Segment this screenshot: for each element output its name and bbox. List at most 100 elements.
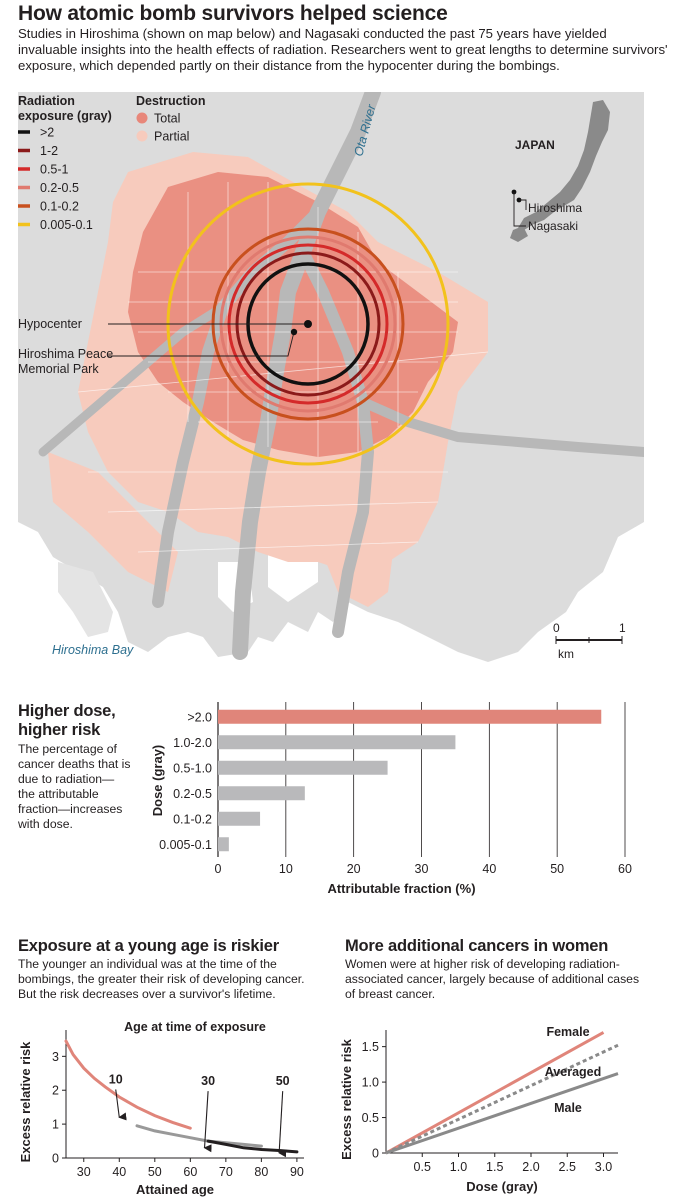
exposure-legend-title-line1: Radiation [18,94,75,108]
sex-xtick-0: 0.5 [414,1160,431,1174]
dose-category-1: 1.0-2.0 [173,736,212,750]
dose-bar-1 [218,735,456,750]
dose-bar-0 [218,709,602,724]
dose-xlabel: Attributable fraction (%) [327,881,475,896]
destruction-label-0: Total [154,112,180,126]
bay-label: Hiroshima Bay [52,643,134,657]
dose-xtick-6: 60 [618,862,632,876]
age-xtick-0: 30 [77,1165,91,1179]
dose-desc-line3: due to radiation— [18,772,115,786]
sex-ytick-2: 1.0 [362,1076,379,1090]
dose-xtick-0: 0 [215,862,222,876]
sex-series-label-0: Female [546,1025,589,1039]
inset-hiroshima-label: Hiroshima [528,201,582,215]
exposure-label-3: 0.2-0.5 [40,181,79,195]
dose-bar-chart: 0 10 20 30 40 50 60 >2.0 1.0-2.0 0.5-1.0 0.2-0.5 0.… [150,702,632,896]
age-section-title: Exposure at a young age is riskier [18,937,279,955]
dose-desc-line2: cancer deaths that is [18,757,131,771]
age-annotation-arrow-2 [278,1091,287,1158]
peace-park-marker [290,328,298,336]
hypocenter-label: Hypocenter [18,317,82,331]
age-annotation-1: 30 [201,1074,215,1088]
age-ytick-1: 1 [52,1118,59,1132]
sex-ytick-0: 0 [372,1147,379,1161]
age-series-line-1 [135,1124,263,1148]
destruction-swatch-0 [136,112,148,124]
exposure-label-2: 0.5-1 [40,163,69,177]
dose-desc-line5: fraction—increases [18,802,123,816]
scale-unit-label: km [558,647,574,661]
sex-series-line-0 [385,1031,605,1155]
dose-bar-4 [218,811,261,826]
sex-xtick-5: 3.0 [595,1160,612,1174]
scale-end-label: 1 [619,621,626,635]
sex-ylabel: Excess relative risk [339,1038,354,1159]
exposure-label-5: 0.005-0.1 [40,218,93,232]
sex-series-line-1 [385,1043,619,1155]
dose-desc-line1: The percentage of [18,742,117,756]
sex-description: Women were at higher risk of developing … [345,957,675,1002]
dose-category-3: 0.2-0.5 [173,787,212,801]
hypocenter-marker [304,320,312,328]
sex-series-line-2 [385,1072,619,1155]
sex-xtick-4: 2.5 [559,1160,576,1174]
dose-category-0: >2.0 [187,710,212,724]
age-desc-line1: The younger an individual was at the tim… [18,957,277,971]
map-markers: Hypocenter Hiroshima Peace Memorial Park [18,317,312,376]
scale-start-label: 0 [553,621,560,635]
age-annotation-arrow-0 [115,1089,127,1121]
sex-desc-line2: associated cancer, largely because of ad… [345,972,640,986]
exposure-legend-title-line2: exposure (gray) [18,109,112,123]
destruction-swatch-1 [136,130,148,142]
inset-nagasaki-label: Nagasaki [528,219,578,233]
age-desc-line2: bombings, the greater their risk of deve… [18,972,305,986]
age-xtick-5: 80 [254,1165,268,1179]
dose-section-title: Higher dose, higher risk [18,702,116,740]
exposure-legend: Radiation exposure (gray) >2 1-2 0.5-1 0.2-… [18,94,112,232]
dose-category-2: 0.5-1.0 [173,761,212,775]
dose-category-4: 0.1-0.2 [173,812,212,826]
dose-xtick-3: 30 [415,862,429,876]
dose-xtick-2: 20 [347,862,361,876]
age-annotation-arrow-1 [203,1091,212,1153]
sex-series-label-1: Averaged [545,1065,602,1079]
age-xtick-2: 50 [148,1165,162,1179]
dose-title-line1: Higher dose, [18,702,116,720]
dose-category-5: 0.005-0.1 [159,838,212,852]
sex-ytick-1: 0.5 [362,1111,379,1125]
peace-park-label-line2: Memorial Park [18,362,99,376]
dose-description: The percentage of cancer deaths that is … [18,742,148,832]
peace-park-label-line1: Hiroshima Peace [18,347,113,361]
age-ylabel: Excess relative risk [18,1041,33,1162]
sex-xlabel: Dose (gray) [466,1179,538,1194]
age-ytick-0: 0 [52,1152,59,1166]
inset-country-label: JAPAN [515,138,555,152]
dose-bar-5 [218,837,229,852]
destruction-legend-title: Destruction [136,94,205,108]
dose-xtick-1: 10 [279,862,293,876]
age-series-line-0 [64,1039,192,1130]
age-annotation-2: 50 [276,1074,290,1088]
age-description: The younger an individual was at the tim… [18,957,338,1002]
map-streets [77,182,489,553]
dose-title-line2: higher risk [18,721,101,739]
exposure-label-4: 0.1-0.2 [40,200,79,214]
dose-xtick-5: 50 [550,862,564,876]
map-scale-bar: 0 1 km [553,621,626,661]
age-xtick-4: 70 [219,1165,233,1179]
age-xlabel: Attained age [136,1182,214,1197]
dose-desc-line6: with dose. [18,817,73,831]
age-ytick-2: 2 [52,1084,59,1098]
age-xtick-1: 40 [112,1165,126,1179]
exposure-label-0: >2 [40,126,54,140]
exposure-label-1: 1-2 [40,144,58,158]
dose-xtick-4: 40 [482,862,496,876]
dose-bar-3 [218,786,305,801]
sex-xtick-3: 2.0 [522,1160,539,1174]
japan-shape [518,100,610,230]
age-xtick-6: 90 [290,1165,304,1179]
sex-ytick-3: 1.5 [362,1040,379,1054]
